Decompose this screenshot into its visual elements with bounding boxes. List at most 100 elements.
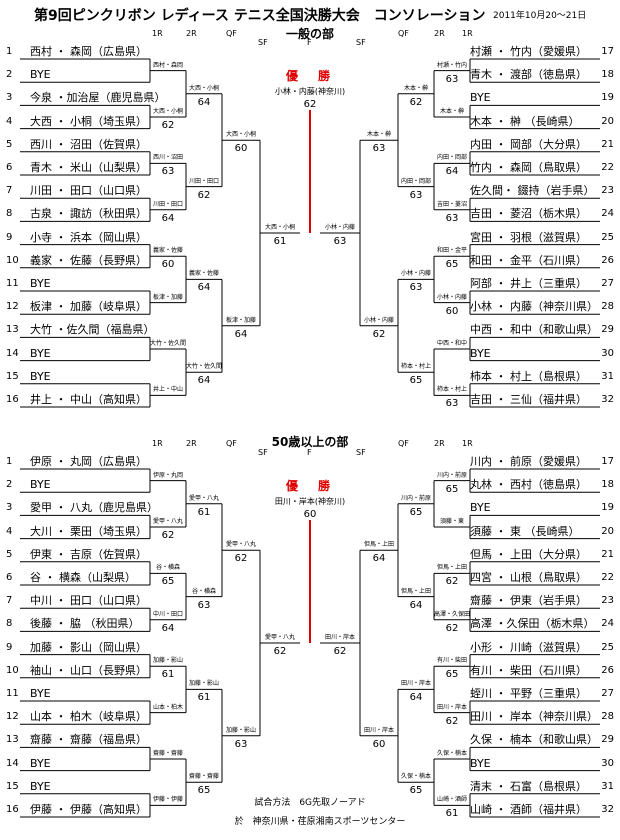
match-winner-label: 高澤・久保田 [433, 610, 471, 618]
match-score: 63 [197, 599, 211, 611]
entry-name: 青木 ・ 渡部（徳島県） [470, 68, 587, 82]
match-winner-label: 田川・岸本 [400, 680, 432, 688]
entry-number: 15 [6, 780, 19, 792]
match-score: 61 [445, 808, 459, 820]
entry-name: 和田 ・ 金平（石川県） [470, 253, 587, 267]
entry-name: BYE [30, 687, 51, 700]
entry-name: 柿本 ・ 村上（島根県） [470, 369, 587, 383]
match-winner-label: 吉田・菱沼 [436, 200, 468, 208]
round-header-left: QF [226, 439, 237, 448]
entry-name: 竹内 ・ 森岡（鳥取県） [470, 161, 587, 174]
entry-name: 谷 ・ 横森（山梨県） [30, 571, 136, 584]
match-score: 60 [234, 143, 248, 155]
match-score: 65 [409, 785, 423, 797]
entry-name: 小寺 ・ 浜本（岡山県） [30, 230, 147, 244]
match-score: 61 [197, 506, 211, 518]
match-winner-label: 中川・田口 [152, 610, 184, 618]
match-winner-label: 川田・田口 [188, 177, 220, 185]
match-score: 64 [197, 282, 211, 294]
round-header-final: F [307, 38, 312, 47]
match-score: 62 [409, 96, 423, 108]
match-winner-label: 村瀬・竹内 [436, 61, 468, 69]
entry-name: 川内 ・ 前原（愛媛県） [470, 455, 587, 468]
entry-number: 27 [601, 688, 614, 699]
round-header-left: SF [258, 448, 268, 457]
entry-name: 齋藤 ・ 齋藤（福島県） [30, 733, 147, 747]
round-header-right: SF [356, 38, 366, 47]
entry-name: 須藤 ・ 東 （長崎県） [470, 524, 580, 538]
match-winner-label: 愛甲・八丸 [188, 494, 220, 502]
entry-name: BYE [470, 501, 491, 515]
match-score: 65 [445, 669, 459, 681]
entry-number: 22 [601, 162, 614, 173]
entry-number: 14 [6, 347, 19, 359]
entry-number: 3 [6, 92, 13, 104]
match-winner-label: 板津・加藤 [152, 293, 184, 301]
entry-number: 20 [601, 525, 614, 537]
match-score: 63 [234, 738, 248, 750]
match-winner-label: 義家・佐藤 [188, 270, 220, 278]
entry-number: 8 [6, 208, 13, 220]
entry-name: 義家 ・ 佐藤（長野県） [30, 253, 147, 267]
footer-method: 試合方法 6G先取ノーアド [254, 798, 366, 808]
entry-number: 11 [6, 688, 19, 699]
match-score: 61 [161, 669, 175, 681]
match-winner-label: 伊原・丸岡 [152, 471, 184, 479]
entry-name: 伊原 ・ 丸岡（広島県） [30, 455, 147, 468]
match-winner-label: 山崎・酒師 [436, 796, 468, 804]
entry-name: 但馬 ・ 上田（大分県） [470, 547, 587, 561]
entry-name: 小形 ・ 川崎（滋賀県） [470, 640, 587, 654]
entry-number: 6 [6, 162, 13, 173]
entry-number: 18 [601, 479, 614, 491]
match-score: 64 [161, 212, 175, 224]
entry-number: 11 [6, 278, 19, 289]
entry-number: 1 [6, 456, 13, 467]
match-score: 64 [409, 692, 423, 704]
entry-number: 31 [601, 370, 614, 382]
match-score: 63 [445, 212, 459, 224]
entry-number: 26 [601, 254, 614, 266]
entry-number: 19 [601, 502, 614, 514]
entry-name: 阿部 ・ 井上（三重県） [470, 277, 587, 290]
sf-winner-label: 小林・内藤 [324, 224, 356, 231]
match-score: 63 [372, 143, 386, 155]
entry-number: 7 [6, 185, 13, 197]
match-winner-label: 内田・岡部 [436, 154, 468, 162]
winner-label: 優 勝 [285, 69, 335, 83]
match-score: 65 [445, 259, 459, 271]
entry-number: 16 [6, 804, 19, 815]
entry-number: 10 [6, 254, 19, 266]
match-winner-label: 中西・和中 [436, 340, 468, 347]
round-header-left: 1R [152, 29, 163, 38]
match-winner-label: 小林・内藤 [436, 293, 468, 301]
match-winner-label: 久保・楠本 [400, 773, 432, 781]
entry-number: 23 [601, 595, 614, 607]
match-score: 60 [445, 305, 459, 317]
match-winner-label: 西川・沼田 [152, 154, 184, 162]
page-title: 第9回ピンクリボン レディース テニス全国決勝大会 コンソレーション [34, 8, 486, 24]
entry-number: 30 [601, 757, 614, 769]
match-winner-label: 但馬・上田 [363, 541, 395, 549]
footer-venue: 於 神奈川県・荏原湘南スポーツセンター [234, 817, 406, 827]
entry-number: 28 [601, 711, 614, 723]
match-winner-label: 加藤・影山 [188, 680, 220, 688]
match-winner-label: 木本・榊 [366, 131, 392, 139]
round-header-left: 2R [186, 439, 197, 448]
champion-score: 60 [303, 509, 317, 520]
entry-name: BYE [30, 756, 51, 770]
entry-name: BYE [30, 346, 51, 360]
entry-name: BYE [30, 277, 51, 290]
entry-name: 田川 ・ 岸本（神奈川県） [470, 710, 598, 724]
round-header-right: QF [398, 439, 409, 448]
round-header-right: 2R [434, 439, 445, 448]
entry-number: 13 [6, 324, 19, 336]
sf-score: 63 [333, 236, 347, 247]
match-winner-label: 木本・榊 [439, 108, 465, 115]
entry-number: 21 [601, 548, 614, 560]
match-winner-label: 小林・内藤 [363, 316, 395, 324]
entry-name: BYE [470, 756, 491, 770]
winner-label: 優 勝 [285, 479, 335, 493]
entry-name: 西村 ・ 森岡（広島県） [30, 45, 147, 58]
entry-name: 川田 ・ 田口（山口県） [30, 184, 147, 198]
entry-number: 13 [6, 734, 19, 746]
